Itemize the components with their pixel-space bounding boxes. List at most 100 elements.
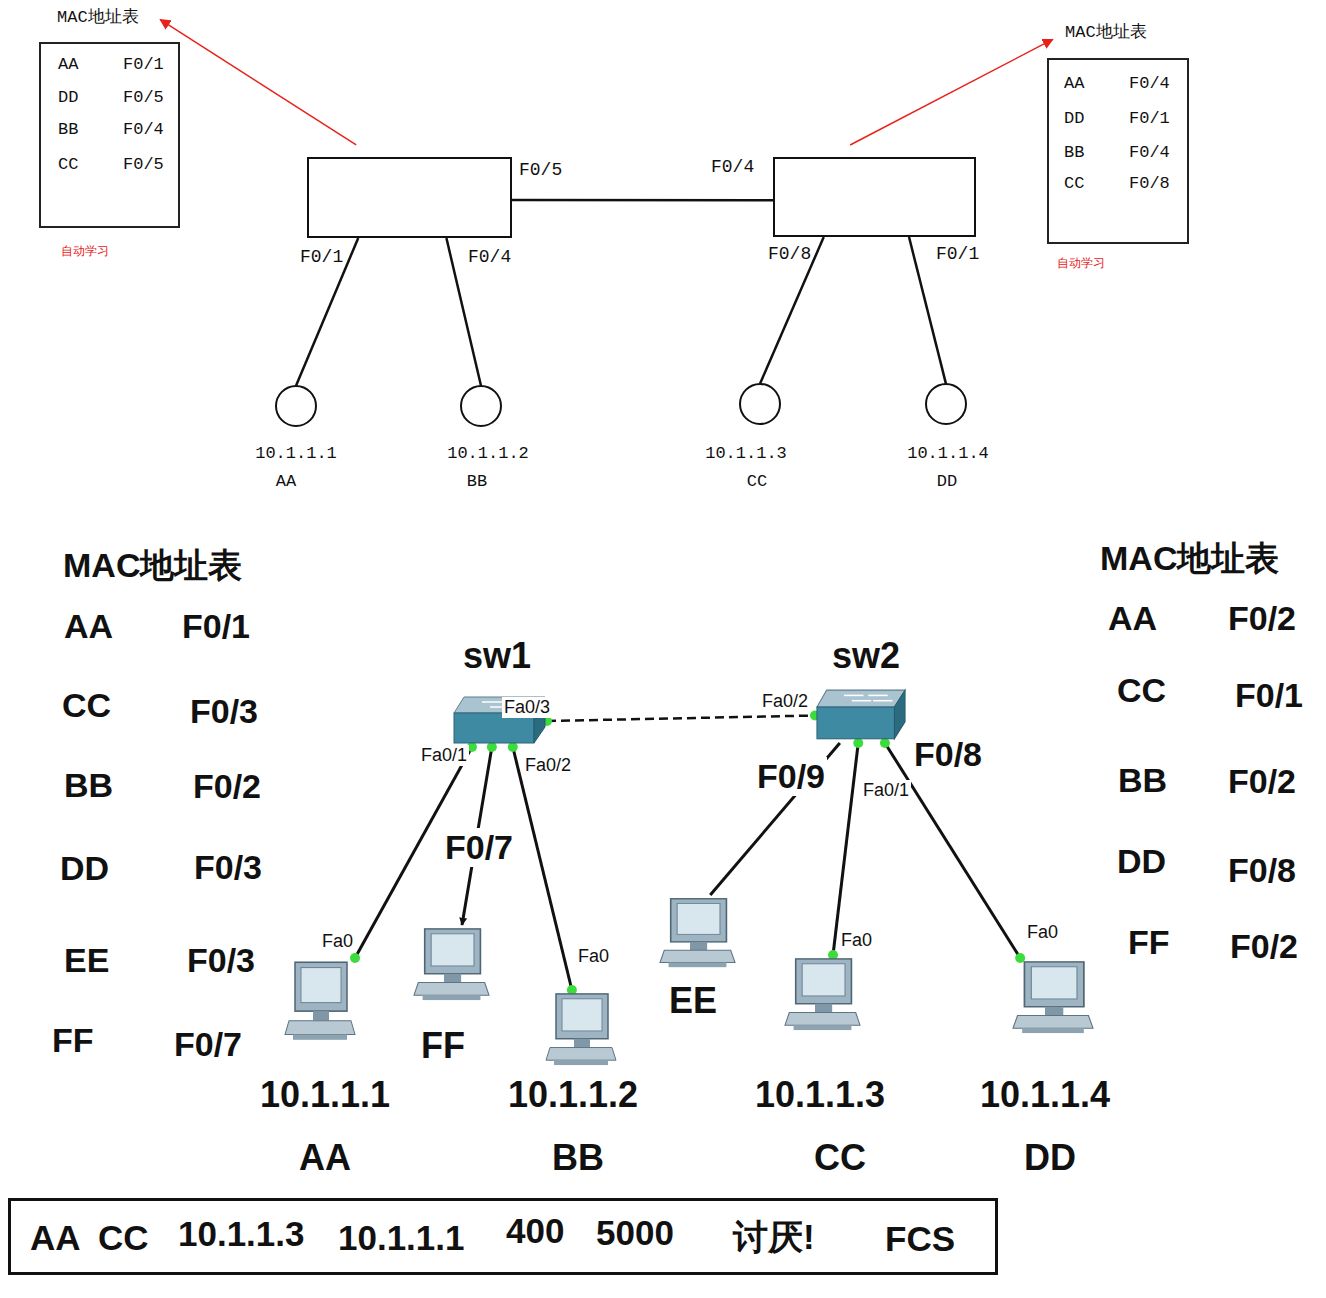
- table-cell: FF: [1128, 923, 1170, 962]
- port-label: F0/9: [755, 757, 827, 796]
- link-line: [885, 743, 1020, 958]
- port-label: F0/8: [912, 735, 984, 774]
- node-text: 讨厌!: [733, 1217, 815, 1257]
- host-circle-outline: [739, 383, 781, 425]
- port-label: Fa0: [578, 946, 609, 967]
- node-text: DD: [937, 472, 957, 492]
- node-text: AA: [30, 1218, 81, 1258]
- node-text: DD: [58, 88, 78, 108]
- port-label: F0/1: [300, 247, 343, 268]
- port-label: Fa0: [322, 931, 353, 952]
- node-text: CC: [98, 1218, 149, 1258]
- node-text: 10.1.1.1: [255, 444, 337, 464]
- link-line: [513, 747, 572, 990]
- node-text: 400: [506, 1211, 564, 1251]
- node-text: F0/4: [1129, 143, 1170, 163]
- pc-icon: FF: [414, 925, 489, 1003]
- node-text: FF: [421, 1025, 465, 1066]
- port-label: F0/5: [519, 160, 562, 181]
- port-label: Fa0/3: [502, 697, 552, 718]
- node-text: 10.1.1.4: [907, 444, 989, 464]
- pc-icon-outline: [785, 955, 860, 1033]
- table-cell: F0/1: [1235, 676, 1303, 715]
- pc-icon: 10.1.1.3CC: [785, 955, 860, 1033]
- node-text: F0/8: [1129, 174, 1170, 194]
- table-cell: DD: [1117, 842, 1166, 881]
- port-label: F0/4: [468, 247, 511, 268]
- pc-icon-outline: [414, 925, 489, 1003]
- node-text: FCS: [885, 1219, 955, 1259]
- callout-arrow: [850, 39, 1053, 145]
- host-circle: 10.1.1.4DD: [925, 383, 967, 425]
- host-circle-outline: [275, 385, 317, 427]
- table-cell: F0/2: [1230, 927, 1298, 966]
- node-text: DD: [1024, 1137, 1076, 1178]
- node-text: 10.1.1.2: [508, 1074, 638, 1115]
- node-text: AA: [299, 1137, 351, 1178]
- pc-icon: 10.1.1.2BB: [546, 990, 616, 1068]
- pc-icon-outline: [1013, 958, 1093, 1036]
- node-text: EE: [669, 980, 717, 1021]
- node-text: 10.1.1.3: [178, 1214, 305, 1254]
- link-line: [760, 237, 824, 384]
- node-text: 10.1.1.3: [705, 444, 787, 464]
- node-text: BB: [58, 120, 78, 140]
- table-cell: F0/8: [1228, 851, 1296, 890]
- switch-box: [773, 157, 976, 237]
- port-label: Fa0: [1027, 922, 1058, 943]
- port-label: F0/4: [711, 157, 754, 178]
- host-circle-outline: [925, 383, 967, 425]
- pc-icon-outline: [285, 958, 355, 1043]
- node-text: BB: [1064, 143, 1084, 163]
- pc-icon: 10.1.1.4DD: [1013, 958, 1093, 1036]
- table-cell: MAC地址表: [1100, 539, 1279, 578]
- table-cell: MAC地址表: [63, 546, 242, 585]
- table-cell: AA: [1108, 599, 1157, 638]
- pc-icon-outline: [660, 895, 735, 970]
- table-cell: BB: [64, 766, 113, 805]
- node-text: F0/1: [1129, 109, 1170, 129]
- mac-table-box: MAC地址表AAF0/4DDF0/1BBF0/4CCF0/8: [1047, 58, 1189, 244]
- node-text: AA: [1064, 74, 1084, 94]
- table-cell: F0/1: [182, 607, 250, 646]
- node-text: F0/1: [123, 55, 164, 75]
- node-text: AA: [58, 55, 78, 75]
- table-cell: CC: [62, 686, 111, 725]
- node-text: F0/4: [123, 120, 164, 140]
- port-label: Fa0/2: [523, 755, 573, 776]
- table-cell: F0/2: [1228, 762, 1296, 801]
- pc-icon: EE: [660, 895, 735, 970]
- port-label: F0/1: [936, 244, 979, 265]
- node-text: BB: [552, 1137, 604, 1178]
- port-dot: [853, 738, 863, 748]
- host-circle-outline: [460, 385, 502, 427]
- switch-icon-outline: [815, 688, 907, 743]
- node-text: 10.1.1.2: [447, 444, 529, 464]
- link-line: [512, 199, 773, 202]
- link-line: [547, 716, 815, 722]
- host-circle: 10.1.1.1AA: [275, 385, 317, 427]
- note-text: 自动学习: [1057, 257, 1105, 271]
- switch-icon: sw2: [815, 688, 907, 743]
- link-line: [833, 743, 858, 955]
- port-label: Fa0/2: [760, 691, 810, 712]
- port-label: Fa0/1: [419, 745, 469, 766]
- host-circle: 10.1.1.3CC: [739, 383, 781, 425]
- switch-box: [307, 157, 512, 238]
- port-label: Fa0/1: [861, 780, 911, 801]
- table-cell: F0/3: [190, 692, 258, 731]
- table-cell: F0/7: [174, 1025, 242, 1064]
- node-text: DD: [1064, 109, 1084, 129]
- frame-box: AACC10.1.1.310.1.1.14005000讨厌!FCS: [8, 1198, 998, 1275]
- node-text: 10.1.1.1: [338, 1218, 465, 1258]
- host-circle: 10.1.1.2BB: [460, 385, 502, 427]
- node-text: F0/4: [1129, 74, 1170, 94]
- port-label: F0/8: [768, 244, 811, 265]
- node-text: MAC地址表: [1065, 23, 1147, 43]
- node-text: F0/5: [123, 88, 164, 108]
- node-text: sw1: [463, 635, 531, 676]
- table-cell: CC: [1117, 671, 1166, 710]
- mac-table-box: MAC地址表AAF0/1DDF0/5BBF0/4CCF0/5: [39, 42, 180, 228]
- note-text: 自动学习: [61, 245, 109, 259]
- node-text: 10.1.1.4: [980, 1074, 1110, 1115]
